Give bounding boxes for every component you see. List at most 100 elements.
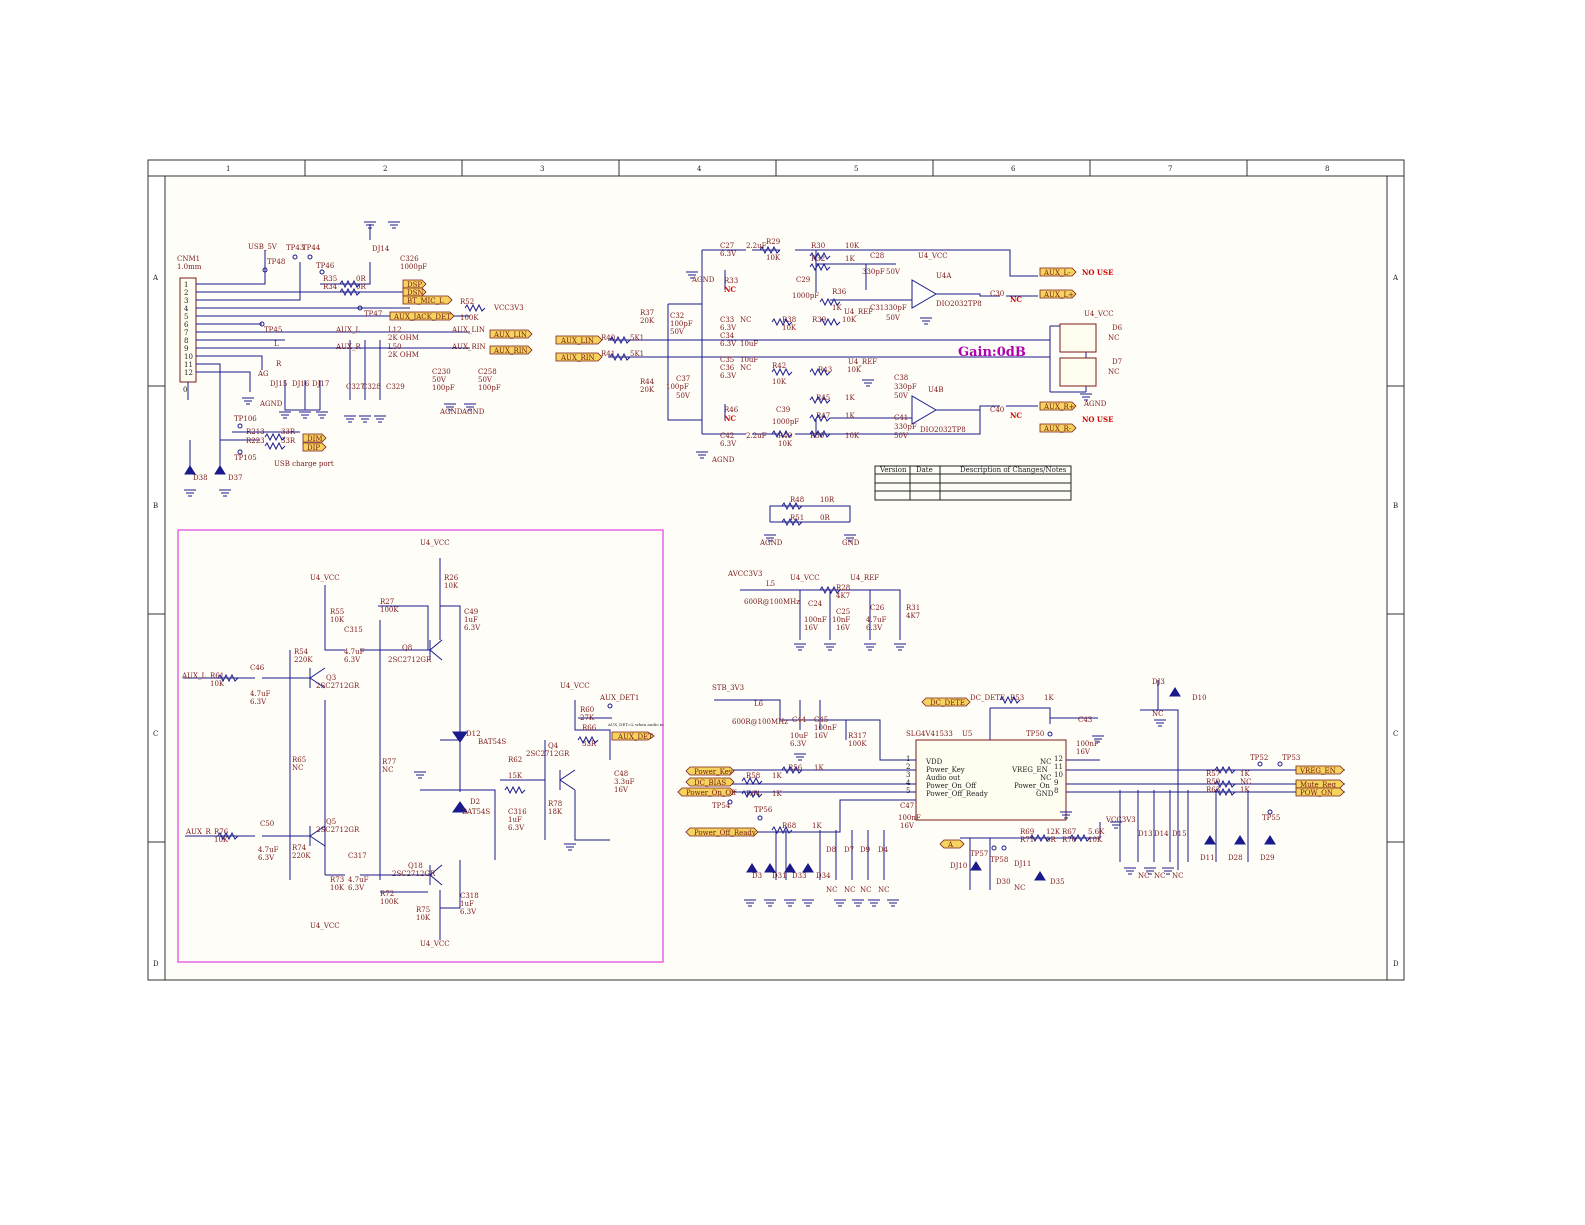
resistor-symbol-6: [809, 251, 831, 261]
pin-l-label: L: [274, 340, 279, 348]
r46-nc: NC: [724, 414, 736, 423]
cnm1-pin-7: 7: [184, 329, 188, 337]
c230-label: C230: [432, 368, 451, 376]
resistor-symbol-15: [809, 395, 831, 405]
resistor-symbol-28: [741, 789, 763, 799]
r64-value: 1K: [772, 790, 782, 798]
c27-volt: 6.3V: [720, 250, 737, 258]
c26-volt: 6.3V: [866, 624, 883, 632]
c43-label: C43: [1078, 716, 1092, 724]
usb-5v-label: USB_5V: [248, 243, 278, 251]
tp43-label: TP43: [286, 244, 304, 252]
ground-symbol-6: [299, 411, 311, 419]
r56-value: 1K: [814, 764, 824, 772]
c329-label: C329: [386, 383, 405, 391]
tp52-label: TP52: [1250, 754, 1268, 762]
ground-symbol-27: [1092, 735, 1104, 743]
r52-label: R52: [460, 298, 474, 306]
r57-value: 1K: [1240, 770, 1250, 778]
ground-symbol-12: [464, 403, 476, 411]
d37-label: D37: [228, 474, 243, 482]
r57-label: R57: [1206, 770, 1220, 778]
c318-label: C318: [460, 892, 479, 900]
r39-label: R39: [812, 316, 826, 324]
r45-value: 1K: [845, 394, 855, 402]
d4-nc: NC: [878, 886, 889, 894]
r38-value: 10K: [782, 324, 797, 332]
resistor-symbol-2: [464, 303, 486, 313]
r28-label: R28: [836, 584, 850, 592]
r67-label: R67: [1062, 828, 1076, 836]
resistor-symbol-4: [264, 441, 286, 451]
c45-volt: 16V: [814, 732, 829, 740]
ground-symbol-24: [414, 771, 426, 779]
c37-label: C37: [676, 375, 690, 383]
c38-volt: 50V: [894, 392, 909, 400]
r35-value: 0R: [356, 275, 366, 283]
c36-volt: 6.3V: [720, 372, 737, 380]
c30-nc: NC: [1010, 295, 1022, 304]
ground-symbol-41: [887, 899, 899, 907]
c29-label: C29: [796, 276, 810, 284]
q4-part: 2SC2712GR: [526, 750, 570, 758]
agnd-label-4: AGND: [691, 276, 715, 284]
dj10-label: DJ10: [950, 862, 967, 870]
left-flags: DSP DSN BT_MIC_L AUX_JACK_DET AUX_LIN AU…: [302, 279, 533, 452]
c40-nc: NC: [1010, 411, 1022, 420]
r40-label: R40: [601, 334, 615, 342]
r42-value: 10K: [772, 378, 787, 386]
r63-label: R63: [1206, 786, 1220, 794]
c49-label: C49: [464, 608, 478, 616]
cnm1-name: CNM1: [177, 255, 200, 263]
r35-label: R35: [323, 275, 337, 283]
tp48-label: TP48: [267, 258, 285, 266]
transistors: [309, 639, 576, 886]
dj17-label: DJ17: [312, 380, 329, 388]
r34-label: R34: [323, 283, 338, 291]
d12-label: D12: [466, 730, 481, 738]
c258-volt: 50V: [478, 376, 493, 384]
rev-version-header: Version: [879, 466, 907, 474]
r62-value: 15K: [508, 772, 523, 780]
avcc3v3-label: AVCC3V3: [727, 570, 762, 578]
d7-nc: NC: [1108, 368, 1119, 376]
ground-symbol-40: [868, 899, 880, 907]
r26-label: R26: [444, 574, 459, 582]
ground-symbol-17: [1080, 393, 1092, 401]
u5-pin-power-on: Power_On: [1014, 782, 1050, 790]
r42-label: R42: [772, 362, 786, 370]
c34-value: 10uF: [740, 340, 758, 348]
ground-symbol-37: [802, 899, 814, 907]
c326-value: 1000pF: [400, 263, 427, 271]
u5-labels: STB_3V3 L6 600R@100MHz C44 10uF 6.3V C45…: [677, 678, 1345, 894]
c327-label: C327: [346, 383, 365, 391]
c30-label: C30: [990, 290, 1004, 298]
ground-symbol-25: [564, 843, 576, 851]
ground-symbol-39: [852, 899, 864, 907]
cnm1-pin-10: 10: [184, 353, 193, 361]
flag-dsn: DSN: [407, 289, 424, 297]
revision-table: Version Date Description of Changes/Note…: [874, 465, 1072, 501]
r41-label: R41: [601, 350, 615, 358]
r38-label: R38: [782, 316, 796, 324]
c33-volt: 6.3V: [720, 324, 737, 332]
cnm1-pin-2: 2: [184, 289, 188, 297]
r37-label: R37: [640, 309, 654, 317]
tp54-label: TP54: [712, 802, 731, 810]
flag-aux-det: AUX_DET: [617, 733, 653, 741]
u5-pin-power-off-ready: Power_Off_Ready: [926, 790, 988, 798]
r77-nc: NC: [382, 766, 393, 774]
aux-lin-net: AUX_LIN: [451, 326, 485, 334]
tp50-label: TP50: [1026, 730, 1044, 738]
resistor-symbol-14: [809, 367, 831, 377]
c39-value: 1000pF: [772, 418, 799, 426]
flag-dsp: DSP: [407, 281, 422, 289]
r27-value: 100K: [380, 606, 399, 614]
c317-label: C317: [348, 852, 367, 860]
r71-label: R71: [1020, 836, 1034, 844]
r69-value: 12K: [1046, 828, 1061, 836]
c316-label: C316: [508, 808, 527, 816]
resistor-symbol-26: [999, 695, 1021, 705]
cnm1-pin-12: 12: [184, 369, 193, 377]
resistor-symbol-31: [1214, 765, 1236, 775]
